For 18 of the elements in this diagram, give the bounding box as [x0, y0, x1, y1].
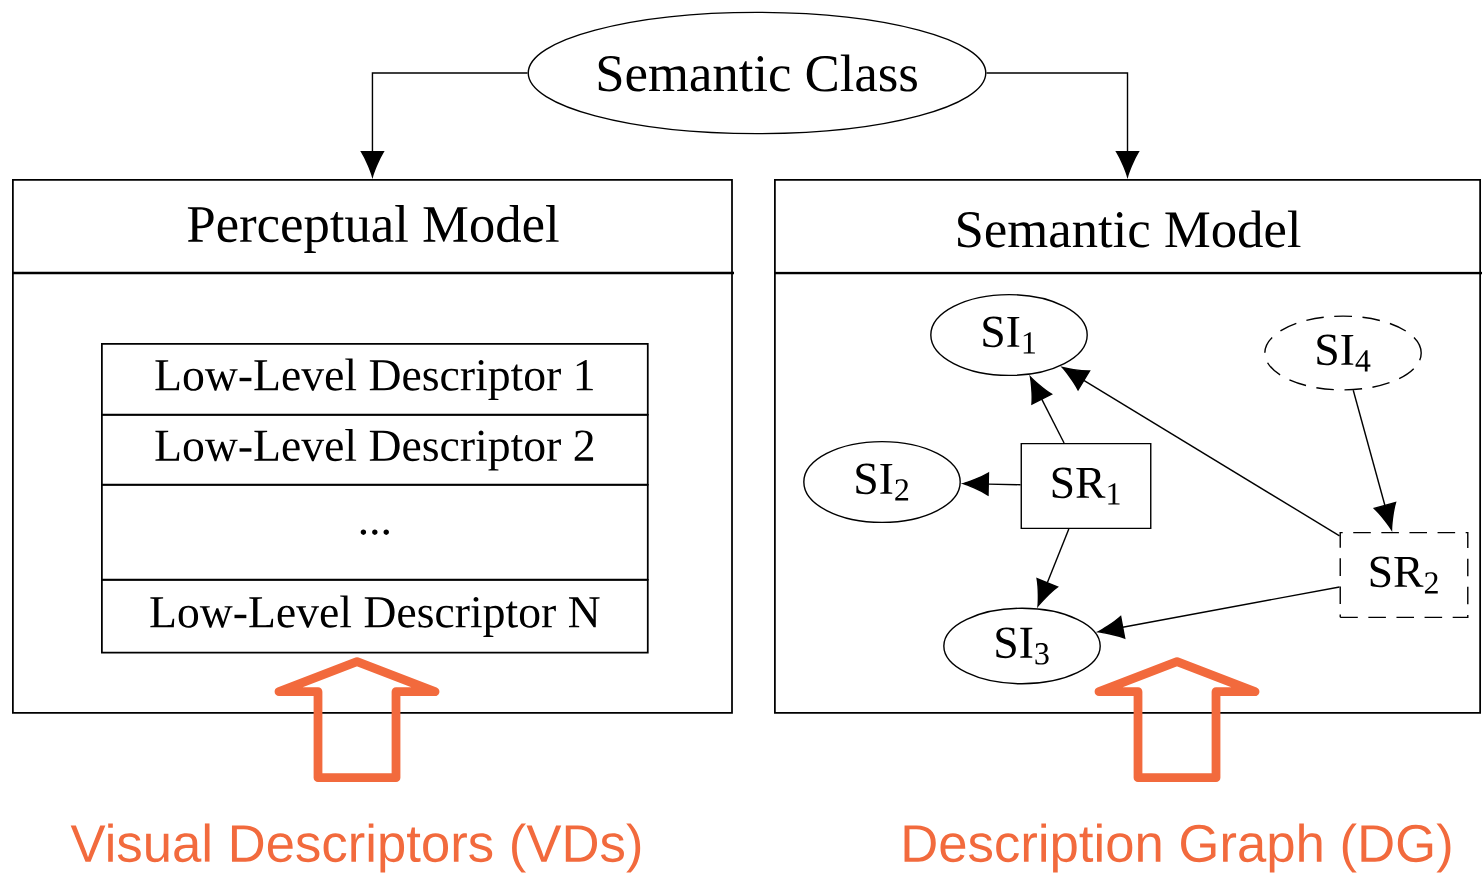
block-arrow: [1094, 657, 1260, 783]
arrow: [1097, 586, 1341, 639]
arrow: [1036, 528, 1070, 607]
caption-text: Visual Descriptors (VDs): [70, 823, 641, 873]
relation-box: SR$_{2}$: [1339, 531, 1469, 619]
relation-box: SR$_{1}$: [1020, 442, 1152, 530]
descriptor-row: Low-Level Descriptor 2: [101, 414, 649, 486]
arrow: [1029, 376, 1065, 444]
arrow: [360, 72, 529, 178]
descriptor-row: Low-Level Descriptor 1: [101, 343, 649, 416]
arrow: [985, 72, 1140, 178]
arrow: [962, 472, 1022, 496]
descriptor-row: Low-Level Descriptor N: [101, 579, 649, 654]
caption-text: Description Graph (DG): [904, 823, 1451, 873]
block-arrow: [274, 657, 440, 783]
arrow: [1061, 366, 1341, 537]
descriptor-row: ...: [101, 484, 649, 581]
arrow: [1352, 389, 1397, 531]
